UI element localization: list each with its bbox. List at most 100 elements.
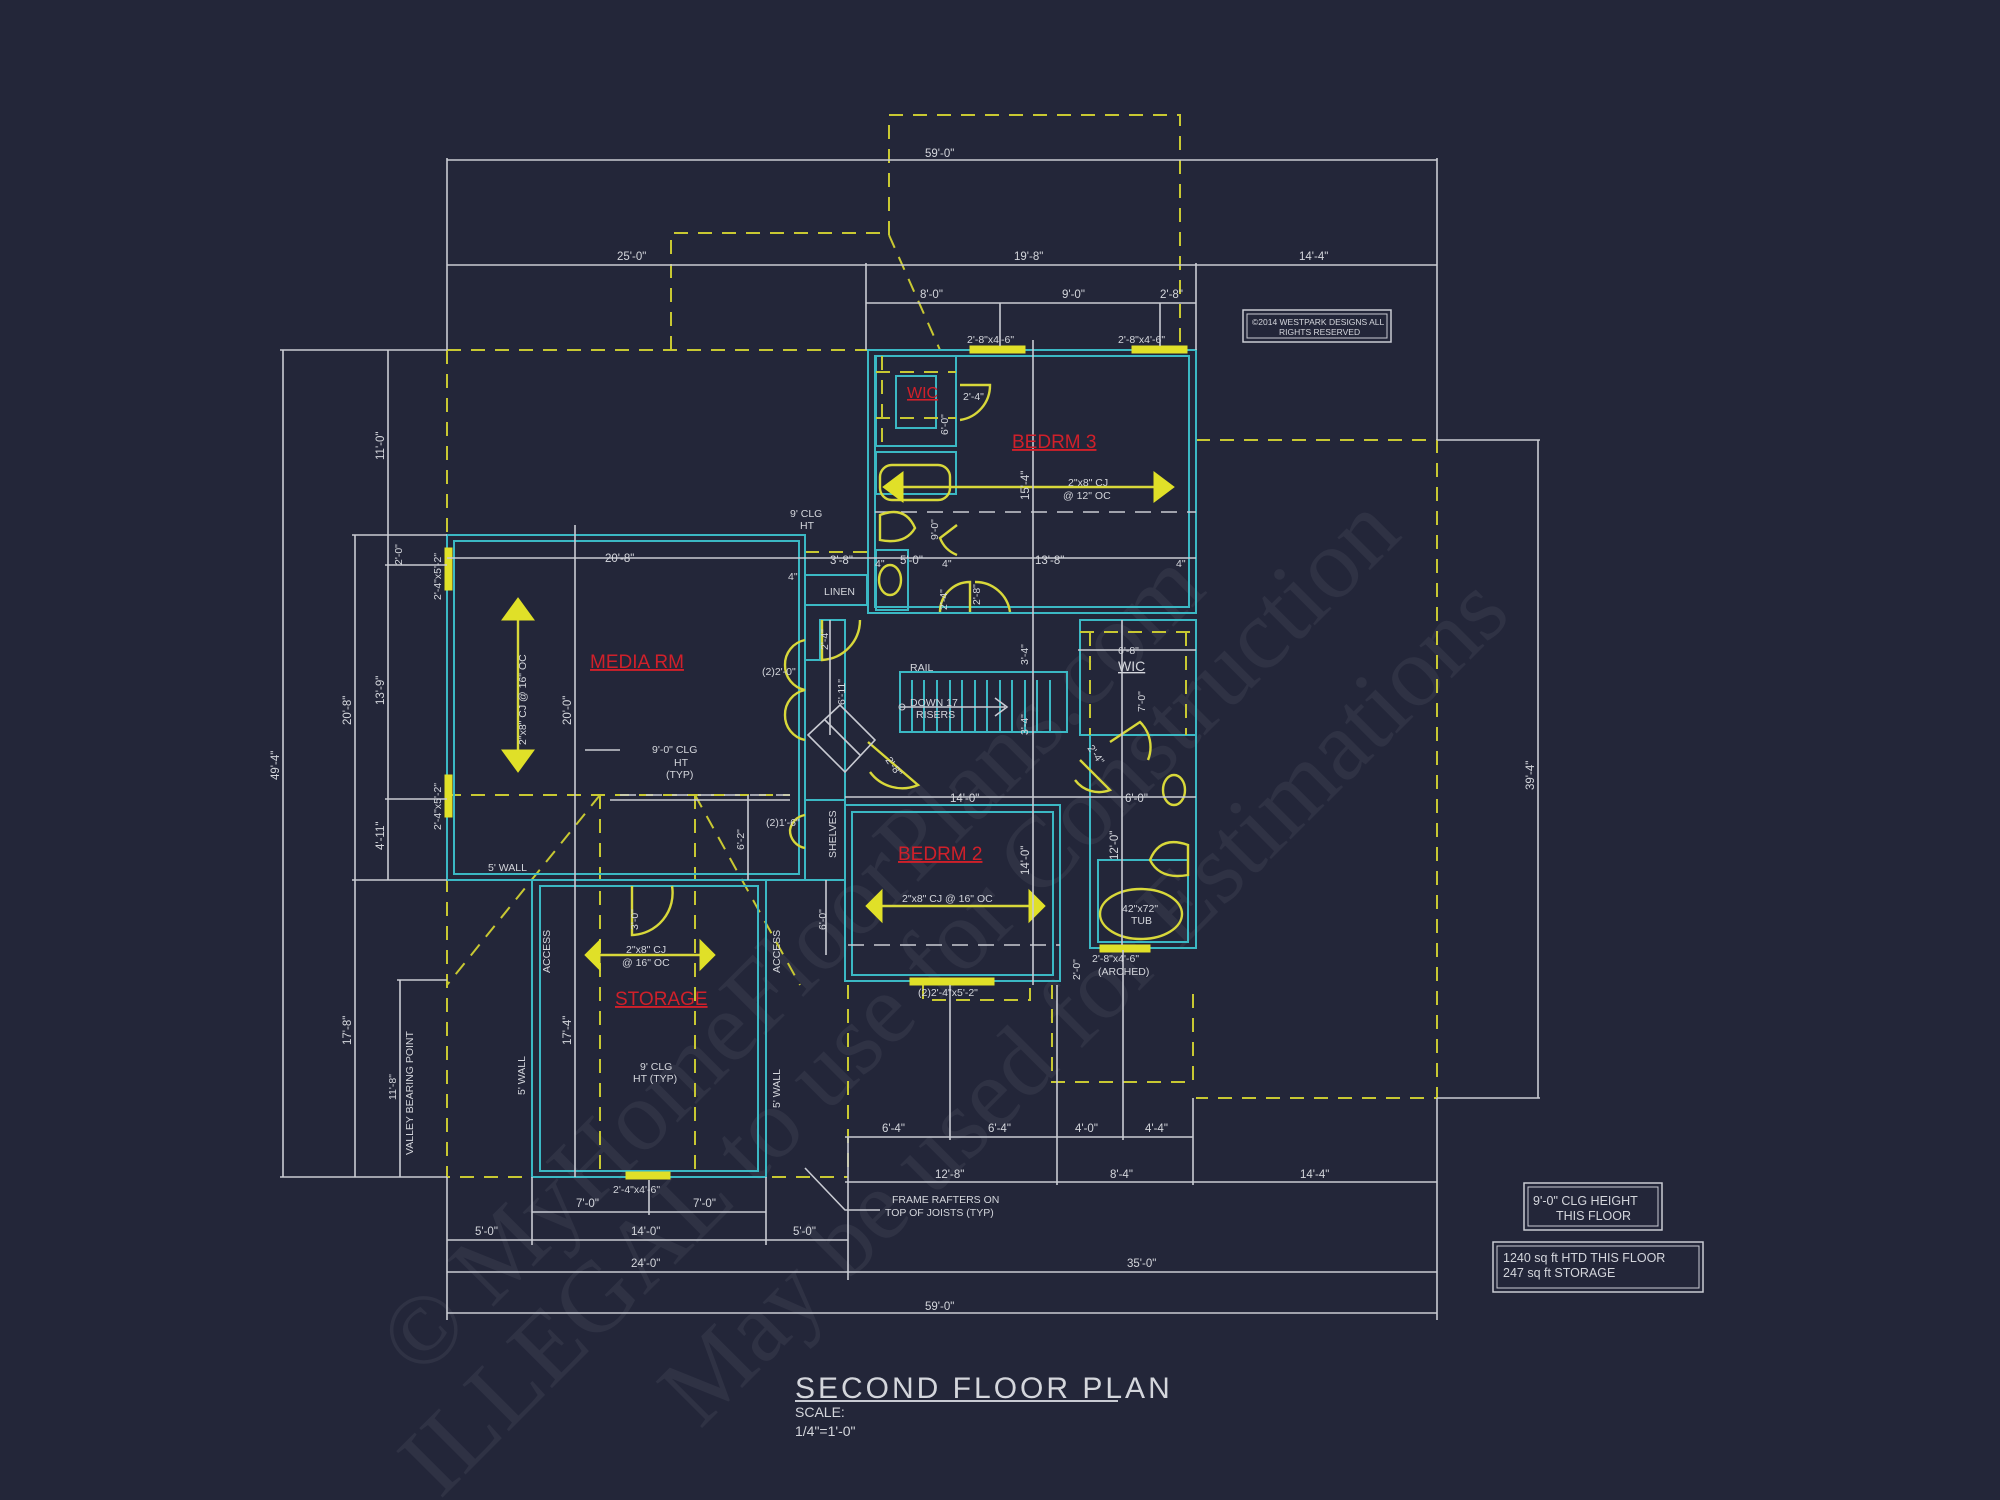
room-wic-lower: WIC: [1118, 658, 1145, 674]
dimensions-bottom-row3-0: 5'-0": [475, 1226, 498, 1238]
notes-frame_rafters-0: FRAME RAFTERS ON: [892, 1194, 999, 1206]
dimensions-bottom-row2-2: 14'-4": [1300, 1169, 1329, 1181]
joists-media: 2"x8" CJ @ 16" OC: [517, 654, 529, 745]
dimensions-bottom-row1-2: 4'-0": [1075, 1123, 1098, 1135]
dimensions-left-valley: 11'-8": [387, 1074, 399, 1100]
windows-bath-1: (ARCHED): [1098, 966, 1149, 978]
windows: [444, 345, 1188, 1180]
notes-ceiling_box-1: THIS FLOOR: [1556, 1209, 1631, 1223]
walls: [446, 349, 1197, 1178]
copyright-0: ©2014 WESTPARK DESIGNS ALL: [1252, 317, 1385, 327]
diagonal-closet: [806, 703, 877, 774]
doors-hall_a: 2'-4": [938, 589, 950, 610]
notes-tub-1: TUB: [1131, 915, 1152, 927]
notes-clg_storage-1: HT (TYP): [633, 1073, 677, 1085]
doors: [630, 383, 1152, 937]
notes-valley: VALLEY BEARING POINT: [404, 1031, 416, 1155]
scale_label: SCALE:: [795, 1404, 845, 1420]
dimensions-left-c: 4'-11": [375, 822, 387, 850]
ceiling-height-note: 9'-0" CLG HEIGHT THIS FLOOR: [1523, 1182, 1663, 1231]
dimensions-left-a: 2'-0": [393, 544, 405, 565]
dimensions-bottom-row2-0: 12'-8": [935, 1169, 964, 1181]
room-labels: MEDIA RM BEDRM 3 BEDRM 2 STORAGE WIC WIC: [590, 385, 1145, 1010]
joists-storage-0: 2"x8" CJ: [626, 944, 666, 956]
dimensions-interior-bed2_w: 14'-0": [950, 793, 979, 805]
dimensions-interior-p2: 2'-0": [1071, 959, 1083, 980]
dimensions-bottom-storage_split-0: 7'-0": [576, 1198, 599, 1210]
joists-bedrm3-0: 2"x8" CJ: [1068, 477, 1108, 489]
dimensions-bottom-row3-2: 5'-0": [793, 1226, 816, 1238]
room-bedrm2: BEDRM 2: [898, 844, 982, 865]
dimensions-top-right: 14'-4": [1299, 251, 1328, 263]
doors-hall_b: 2'-8": [971, 584, 983, 605]
dimensions-top-left: 25'-0": [617, 251, 646, 263]
dimensions-interior-t4: 4": [942, 558, 952, 570]
windows-media_upper: 2'-4"x5'-2": [432, 553, 444, 600]
room-media: MEDIA RM: [590, 652, 684, 673]
dimensions-bottom-row1-1: 6'-4": [988, 1123, 1011, 1135]
wic-shelving: [876, 356, 1196, 735]
stair-treads: [898, 680, 1051, 732]
notes-wall5_left: 5' WALL: [516, 1056, 528, 1095]
notes-frame_rafters-1: TOP OF JOISTS (TYP): [885, 1207, 994, 1219]
dimensions-interior-stair2: 3'-4": [1019, 714, 1031, 735]
dimensions-interior-bed3_d: 15'-4": [1020, 471, 1032, 500]
notes-wall5_right: 5' WALL: [771, 1069, 783, 1108]
dimensions-interior-stair1: 3'-4": [1019, 644, 1031, 665]
windows-storage: 2'-4"x4'-6": [613, 1184, 660, 1196]
dimensions-bottom-row1-0: 6'-4": [882, 1123, 905, 1135]
dimensions-interior-bed2_d: 14'-0": [1020, 846, 1032, 875]
dimensions-left-upper: 20'-8": [342, 696, 354, 725]
room-storage: STORAGE: [615, 989, 708, 1010]
notes-stairs-1: RISERS: [916, 709, 955, 721]
dimensions-interior-bath3_d: 9'-0": [929, 519, 941, 540]
copyright-box: ©2014 WESTPARK DESIGNS ALL RIGHTS RESERV…: [1242, 309, 1392, 343]
dimensions-interior-t4: 4": [875, 558, 885, 570]
dimensions-interior-bath2_d: 12'-0": [1109, 831, 1121, 860]
dimensions-interior-wic_d: 6'-0": [939, 414, 951, 435]
joists-storage-1: @ 16" OC: [622, 957, 670, 969]
doors-media_double: (2)2'-0": [762, 666, 796, 678]
dimensions-top-sub-0: 8'-0": [920, 289, 943, 301]
dimensions-left-overall: 49'-4": [270, 751, 282, 780]
notes-shelves: SHELVES: [827, 810, 839, 858]
dimensions-left-lower: 17'-8": [342, 1016, 354, 1045]
notes-stairs-0: DOWN 17: [910, 697, 958, 709]
fixtures: [877, 463, 1190, 941]
dimensions-top-sub-1: 9'-0": [1062, 289, 1085, 301]
joists-bedrm2: 2"x8" CJ @ 16" OC: [902, 893, 993, 905]
notes-area_box-1: 247 sq ft STORAGE: [1503, 1266, 1615, 1280]
annotations: 2"x8" CJ @ 16" OC 2"x8" CJ @ 12" OC 2"x8…: [488, 477, 1158, 1219]
dimensions-interior-bath2_w: 6'-0": [1125, 793, 1148, 805]
notes-tub-0: 42"x72": [1122, 903, 1158, 915]
notes-clg_media-1: HT: [674, 757, 689, 769]
notes-access_left: ACCESS: [541, 930, 553, 973]
notes-clg_media-2: (TYP): [666, 769, 693, 781]
windows-top_left: 2'-8"x4'-6": [967, 334, 1014, 346]
beam-lines: [620, 511, 1196, 946]
dimensions-left-top_gap: 11'-0": [375, 432, 387, 460]
dimensions-top-overall: 59'-0": [925, 148, 954, 160]
dimensions-bottom-overall: 59'-0": [925, 1301, 954, 1313]
notes-clg_media-0: 9'-0" CLG: [652, 744, 697, 756]
notes-clg_storage-0: 9' CLG: [640, 1061, 672, 1073]
joists-bedrm3-1: @ 12" OC: [1063, 490, 1111, 502]
dimensions-interior-s6: 6'-0": [817, 909, 829, 930]
doors-closet_double: (2)1'-6": [766, 817, 800, 829]
dimensions-bottom-row4-0: 24'-0": [631, 1258, 660, 1270]
notes-wall5_top: 5' WALL: [488, 862, 527, 874]
doors-wic: 2'-4": [963, 391, 984, 403]
notes-clg_hall-1: HT: [800, 520, 815, 532]
dimensions-interior-closet_d: 6'-2": [735, 829, 747, 850]
room-wic-upper: WIC: [907, 385, 938, 402]
dimensions-interior-t4: 4": [1176, 558, 1186, 570]
dimensions-interior-storage_d: 17'-4": [562, 1016, 574, 1045]
dimension-labels: 59'-0" 25'-0" 19'-8" 14'-4" 8'-0" 9'-0" …: [270, 148, 1537, 1313]
notes-access_right: ACCESS: [771, 930, 783, 973]
doors-storage: 3'-0": [629, 909, 641, 930]
windows-media_lower: 2'-4"x5'-2": [432, 783, 444, 830]
dimensions-bottom-row1-3: 4'-4": [1145, 1123, 1168, 1135]
dimensions-interior-media_depth: 20'-0": [562, 696, 574, 725]
notes-area_box-0: 1240 sq ft HTD THIS FLOOR: [1503, 1251, 1665, 1265]
doors-linen: 2'-4": [819, 629, 831, 650]
